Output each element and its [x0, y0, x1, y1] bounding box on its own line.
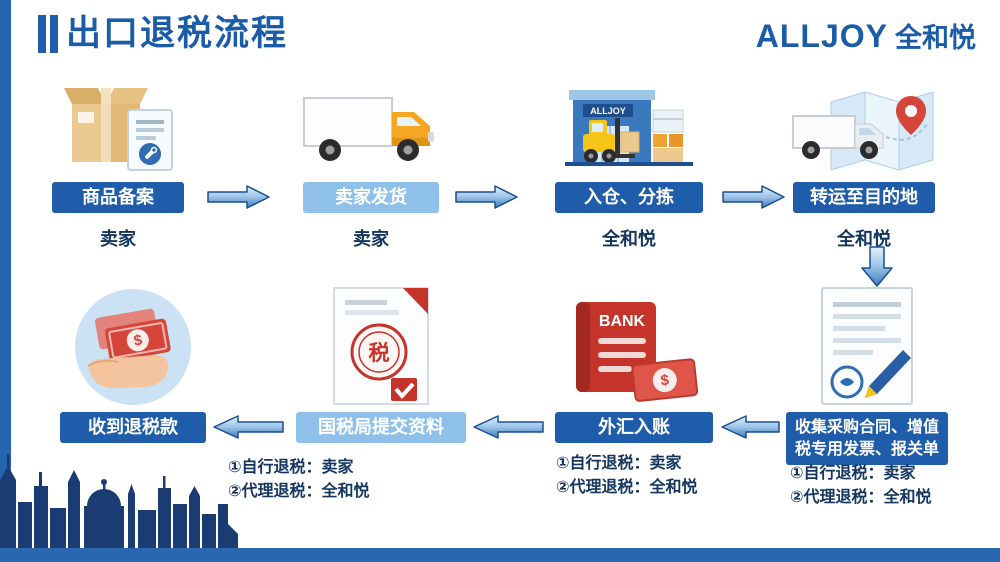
step-forex-receipt: BANK $ 外汇入账 — [544, 280, 724, 443]
tax-document-icon: 税 — [329, 280, 433, 408]
step-actor: 卖家 — [100, 229, 136, 249]
step-label: 收集采购合同、增值税专用发票、报关单 — [786, 412, 948, 466]
left-accent-bar — [0, 0, 11, 562]
step-actor: 卖家 — [353, 229, 389, 249]
brand-logo: ALLJOY 全和悦 — [756, 16, 976, 55]
step-transfer-destination: 转运至目的地 全和悦 — [774, 72, 954, 251]
note-line: ②代理退税：全和悦 — [556, 479, 698, 496]
pen-icon — [865, 350, 911, 398]
contract-document-icon — [815, 280, 919, 408]
flow-arrow-down — [861, 246, 893, 287]
step-seller-shipping: 卖家发货 卖家 — [281, 72, 461, 251]
refund-notes-collect: ①自行退税：卖家 ②代理退税：全和悦 — [790, 462, 932, 510]
refund-notes-tax-bureau: ①自行退税：卖家 ②代理退税：全和悦 — [228, 456, 370, 504]
flow-arrow-right-3 — [722, 185, 785, 209]
step-warehouse-sorting: ALLJOY 入仓、分拣 全和悦 — [539, 72, 719, 251]
city-skyline-silhouette — [0, 454, 238, 548]
step-label: 国税局提交资料 — [296, 412, 466, 443]
flow-arrow-right-2 — [455, 185, 518, 209]
warehouse-sign-text: ALLJOY — [590, 106, 626, 116]
step-label: 转运至目的地 — [793, 182, 935, 213]
step-label: 商品备案 — [52, 182, 184, 213]
title-accent-bar — [50, 15, 58, 53]
dollar-sign: $ — [660, 372, 671, 390]
flow-arrow-left-2 — [473, 415, 544, 439]
step-collect-documents: 收集采购合同、增值税专用发票、报关单 — [777, 280, 957, 466]
tax-seal-text: 税 — [369, 341, 390, 365]
refund-hand-money-icon: $ — [72, 280, 194, 408]
note-line: ②代理退税：全和悦 — [228, 483, 370, 500]
brand-logo-cn: 全和悦 — [895, 23, 976, 53]
warehouse-forklift-icon: ALLJOY — [549, 72, 709, 176]
page-title: 出口退税流程 — [66, 14, 289, 53]
refund-notes-forex: ①自行退税：卖家 ②代理退税：全和悦 — [556, 452, 698, 500]
destination-truck-map-icon — [789, 72, 939, 176]
step-product-filing: 商品备案 卖家 — [28, 72, 208, 251]
bank-book-money-icon: BANK $ — [564, 280, 704, 408]
step-label: 卖家发货 — [303, 182, 439, 213]
note-line: ②代理退税：全和悦 — [790, 489, 932, 506]
step-tax-bureau-submit: 税 国税局提交资料 — [291, 280, 471, 443]
note-line: ①自行退税：卖家 — [556, 455, 682, 472]
step-label: 入仓、分拣 — [555, 182, 703, 213]
step-actor: 全和悦 — [837, 229, 891, 249]
bank-label-text: BANK — [599, 313, 646, 330]
brand-logo-en: ALLJOY — [755, 18, 888, 54]
dollar-sign: $ — [132, 332, 144, 350]
step-receive-refund: $ 收到退税款 — [43, 280, 223, 443]
note-line: ①自行退税：卖家 — [228, 459, 354, 476]
package-icon — [48, 72, 188, 176]
flow-arrow-left-3 — [721, 415, 780, 439]
step-actor: 全和悦 — [602, 229, 656, 249]
step-label: 收到退税款 — [60, 412, 206, 443]
flow-arrow-right-1 — [207, 185, 270, 209]
truck-icon — [296, 72, 446, 176]
flow-arrow-left-1 — [213, 415, 284, 439]
bottom-accent-bar — [0, 548, 1000, 562]
step-label: 外汇入账 — [555, 412, 713, 443]
title-accent-bar — [38, 15, 46, 53]
note-line: ①自行退税：卖家 — [790, 465, 916, 482]
